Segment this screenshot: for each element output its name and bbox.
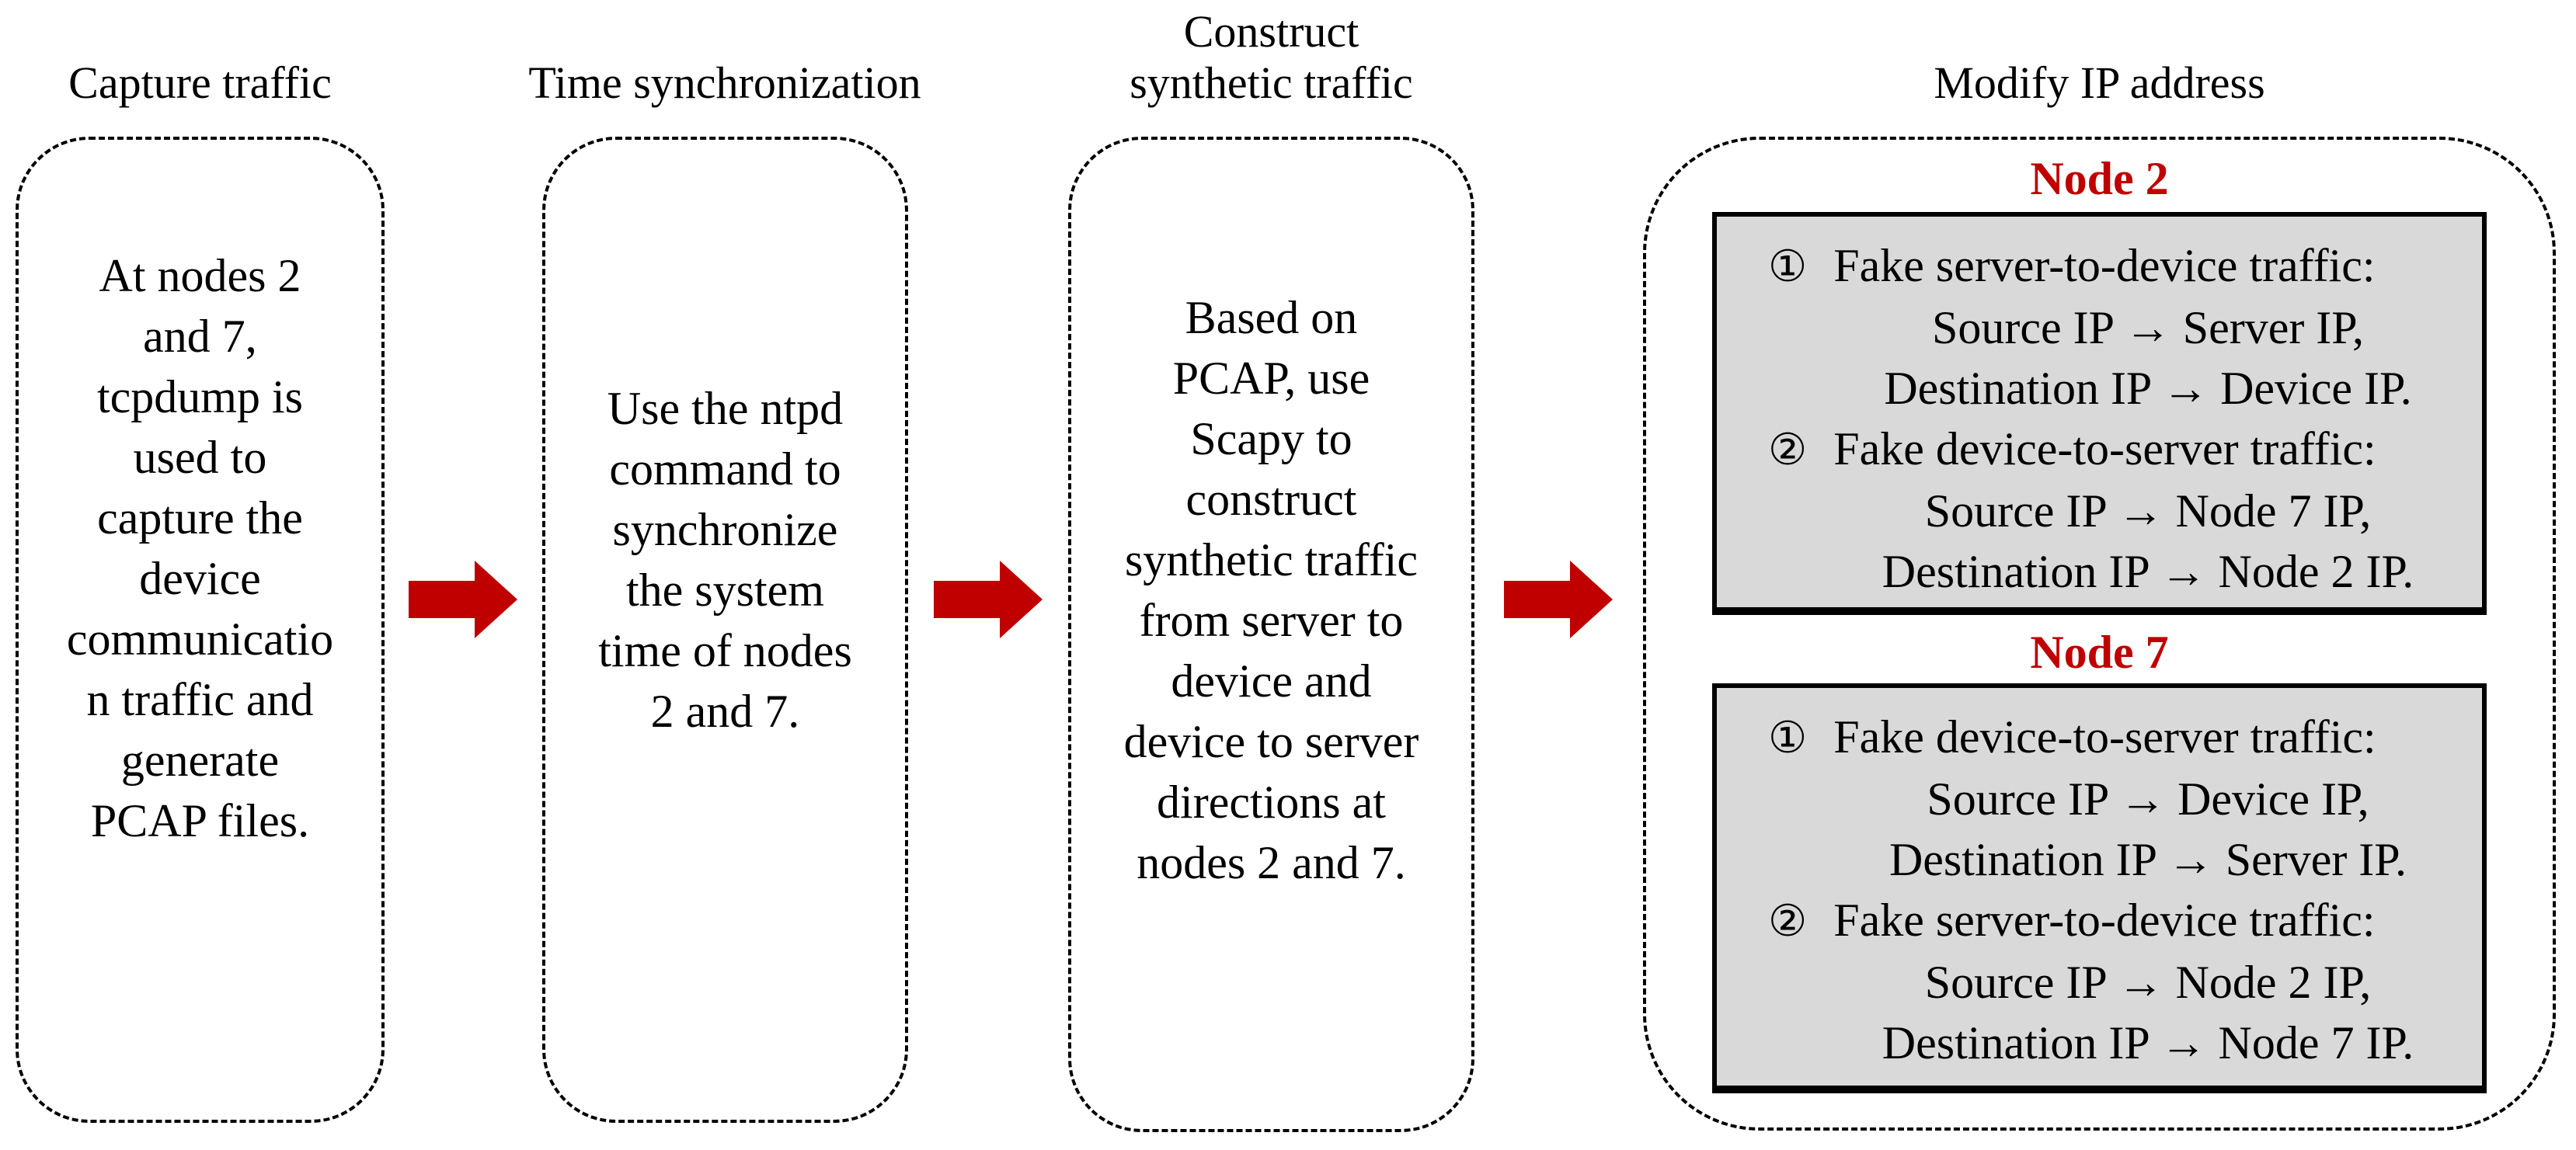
time-synchronization-box: Use the ntpd command to synchronize the … bbox=[542, 137, 908, 1123]
capture-traffic-box: At nodes 2 and 7, tcpdump is used to cap… bbox=[16, 137, 385, 1123]
list-item-label: Fake device-to-server traffic: bbox=[1833, 423, 2376, 474]
list-item-detail: Source IP → Node 2 IP, Destination IP → … bbox=[1882, 957, 2414, 1068]
node-2-panel: ① Fake server-to-device traffic: Source … bbox=[1712, 212, 2487, 615]
circled-number-icon: ② bbox=[1768, 896, 1808, 947]
node-7-panel: ① Fake device-to-server traffic: Source … bbox=[1712, 683, 2487, 1093]
list-item: ② Fake server-to-device traffic: bbox=[1717, 890, 2482, 952]
list-item: ② Fake device-to-server traffic: bbox=[1717, 419, 2482, 481]
stage-title-construct-synthetic-traffic: Construct synthetic traffic bbox=[1130, 6, 1413, 108]
modify-ip-address-box: Node 2 ① Fake server-to-device traffic: … bbox=[1643, 137, 2556, 1131]
circled-number-icon: ① bbox=[1768, 241, 1808, 292]
list-item-label: Fake device-to-server traffic: bbox=[1833, 711, 2376, 763]
time-synchronization-description: Use the ntpd command to synchronize the … bbox=[598, 383, 852, 737]
circled-number-icon: ② bbox=[1768, 425, 1808, 475]
stage-title-capture-traffic: Capture traffic bbox=[68, 57, 332, 108]
stage-title-time-synchronization: Time synchronization bbox=[528, 57, 921, 108]
list-item-detail: Source IP → Device IP, Destination IP → … bbox=[1888, 773, 2407, 885]
node-7-heading: Node 7 bbox=[2030, 627, 2169, 678]
list-item: ① Fake server-to-device traffic: bbox=[1717, 235, 2482, 297]
flow-arrow-icon bbox=[409, 561, 517, 638]
node-2-heading: Node 2 bbox=[2030, 153, 2169, 204]
list-item: ① Fake device-to-server traffic: bbox=[1717, 707, 2482, 769]
stage-title-modify-ip-address: Modify IP address bbox=[1934, 57, 2265, 108]
construct-synthetic-traffic-box: Based on PCAP, use Scapy to construct sy… bbox=[1068, 137, 1474, 1132]
list-item-label: Fake server-to-device traffic: bbox=[1833, 895, 2376, 946]
circled-number-icon: ① bbox=[1768, 713, 1808, 763]
flow-arrow-icon bbox=[934, 561, 1043, 638]
flow-arrow-icon bbox=[1504, 561, 1613, 638]
list-item-detail: Source IP → Server IP, Destination IP → … bbox=[1884, 302, 2412, 414]
construct-synthetic-traffic-description: Based on PCAP, use Scapy to construct sy… bbox=[1123, 291, 1419, 888]
list-item-label: Fake server-to-device traffic: bbox=[1833, 240, 2376, 291]
capture-traffic-description: At nodes 2 and 7, tcpdump is used to cap… bbox=[66, 250, 334, 846]
list-item-detail: Source IP → Node 7 IP, Destination IP → … bbox=[1882, 485, 2414, 597]
